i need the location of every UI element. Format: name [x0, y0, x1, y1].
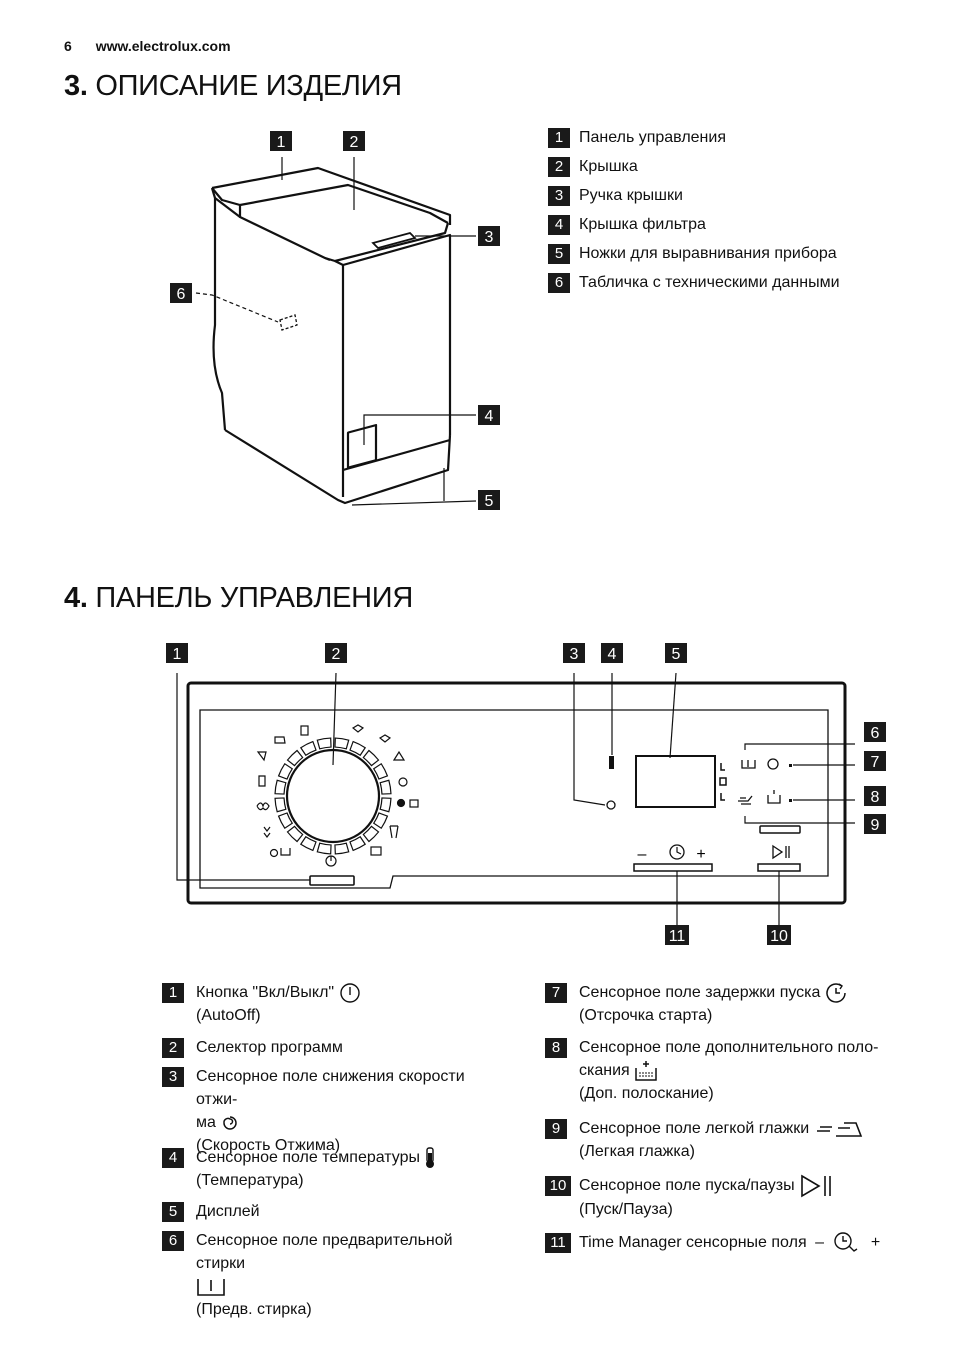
legend-item: 5 Ножки для выравнивания прибора — [548, 244, 837, 264]
legend-item: 2 Крышка — [548, 157, 638, 177]
page-number: 6 — [64, 38, 72, 54]
section-4-heading: ПАНЕЛЬ УПРАВЛЕНИЯ — [95, 582, 413, 614]
callout-2: 2 — [350, 134, 359, 151]
section-4-number: 4. — [64, 582, 88, 614]
time-manager-icon — [834, 1232, 858, 1252]
dial-segment — [277, 812, 294, 830]
legend-item: 1 Панель управления — [548, 128, 726, 148]
time-manager-fields[interactable]: – + — [633, 844, 713, 872]
callout-5: 5 — [485, 493, 494, 510]
dial-segment — [379, 797, 392, 813]
list-item: 10 Сенсорное поле пуска/паузы (Пуск/Пауз… — [545, 1174, 905, 1221]
panel-callout-5: 5 — [672, 646, 681, 663]
legend-item: 4 Крышка фильтра — [548, 215, 706, 235]
callout-3: 3 — [485, 229, 494, 246]
program-icons — [256, 724, 419, 867]
play-icon — [772, 844, 784, 860]
control-panel-drawing: – + 1 2 3 4 5 6 7 8 — [166, 643, 886, 945]
display — [635, 755, 716, 808]
minus-sign: – — [815, 1234, 824, 1252]
list-item: 7 Сенсорное поле задержки пуска (Отсрочк… — [545, 981, 905, 1027]
list-item: 4 Сенсорное поле температуры (Температур… — [162, 1146, 502, 1192]
dial-segment — [274, 779, 287, 795]
list-item: 11 Time Manager сенсорные поля – + — [545, 1231, 925, 1255]
prewash-icon — [741, 760, 756, 769]
list-item: 5 Дисплей — [162, 1200, 502, 1223]
dial-segment — [379, 779, 392, 795]
dial-segment — [277, 762, 294, 780]
time-manager-icon — [669, 844, 685, 860]
callout-6: 6 — [177, 286, 186, 303]
plus-sign: + — [870, 1234, 881, 1252]
start-pause-button[interactable] — [757, 844, 801, 872]
dial-segment — [286, 749, 304, 767]
dial-segment — [316, 737, 332, 750]
dial-segment — [349, 740, 367, 757]
callout-1: 1 — [277, 134, 286, 151]
panel-callout-1: 1 — [173, 646, 182, 663]
section-3-title: 3. ОПИСАНИЕ ИЗДЕЛИЯ — [64, 70, 402, 103]
panel-callout-4: 4 — [608, 646, 617, 663]
dial-segment — [362, 825, 380, 843]
easy-iron-icon — [738, 795, 753, 805]
on-off-button[interactable] — [309, 875, 355, 886]
easy-iron-icon — [816, 1121, 862, 1137]
spin-icon — [223, 1116, 238, 1130]
legend-item: 6 Табличка с техническими данными — [548, 273, 840, 293]
dial-segment — [299, 835, 317, 852]
dial-segment — [274, 797, 287, 813]
legend-item: 3 Ручка крышки — [548, 186, 683, 206]
panel-callout-3: 3 — [570, 646, 579, 663]
delay-start-icon — [826, 983, 846, 1003]
dial-segment — [362, 749, 380, 767]
dial-segment — [299, 740, 317, 757]
extra-rinse-icon — [635, 1060, 657, 1081]
power-icon — [339, 983, 360, 1003]
temperature-icon — [609, 756, 614, 769]
panel-callout-7: 7 — [871, 754, 880, 771]
section-4-title: 4. ПАНЕЛЬ УПРАВЛЕНИЯ — [64, 582, 413, 615]
time-minus-sign: – — [638, 846, 647, 863]
start-pause-icon — [801, 1174, 831, 1198]
time-plus-sign: + — [696, 846, 705, 863]
list-item: 1 Кнопка "Вкл/Выкл" (AutoOff) — [162, 981, 502, 1027]
panel-callout-9: 9 — [871, 817, 880, 834]
panel-callout-2: 2 — [332, 646, 341, 663]
dial-segment — [316, 842, 332, 855]
callout-4: 4 — [485, 408, 494, 425]
list-item: 8 Сенсорное поле дополнительного поло- с… — [545, 1036, 905, 1105]
panel-callout-11: 11 — [669, 928, 686, 945]
dial-segment — [349, 835, 367, 852]
site-url: www.electrolux.com — [95, 38, 231, 54]
dial-segment — [286, 825, 304, 843]
delay-start-icon — [767, 758, 779, 770]
panel-callout-10: 10 — [770, 928, 788, 945]
list-item: 3 Сенсорное поле снижения скорости отжи-… — [162, 1065, 502, 1157]
section-3-number: 3. — [64, 70, 88, 102]
dial-segment — [372, 812, 389, 830]
temperature-icon — [426, 1147, 435, 1168]
list-item: 2 Селектор программ — [162, 1036, 502, 1059]
page-header: 6 www.electrolux.com — [64, 38, 231, 54]
dial-segment — [372, 762, 389, 780]
prewash-icon — [197, 1278, 225, 1296]
washing-machine-drawing: 1 2 3 4 5 6 — [170, 131, 500, 510]
dial-segment — [334, 842, 350, 855]
panel-callout-6: 6 — [871, 725, 880, 742]
extra-rinse-icon — [767, 790, 781, 804]
list-item: 6 Сенсорное поле предварительной стирки … — [162, 1229, 502, 1321]
dial-segment — [334, 737, 350, 750]
spin-icon — [606, 800, 616, 810]
list-item: 9 Сенсорное поле легкой глажки (Легкая г… — [545, 1117, 905, 1163]
panel-callout-8: 8 — [871, 789, 880, 806]
section-3-heading: ОПИСАНИЕ ИЗДЕЛИЯ — [95, 70, 402, 102]
